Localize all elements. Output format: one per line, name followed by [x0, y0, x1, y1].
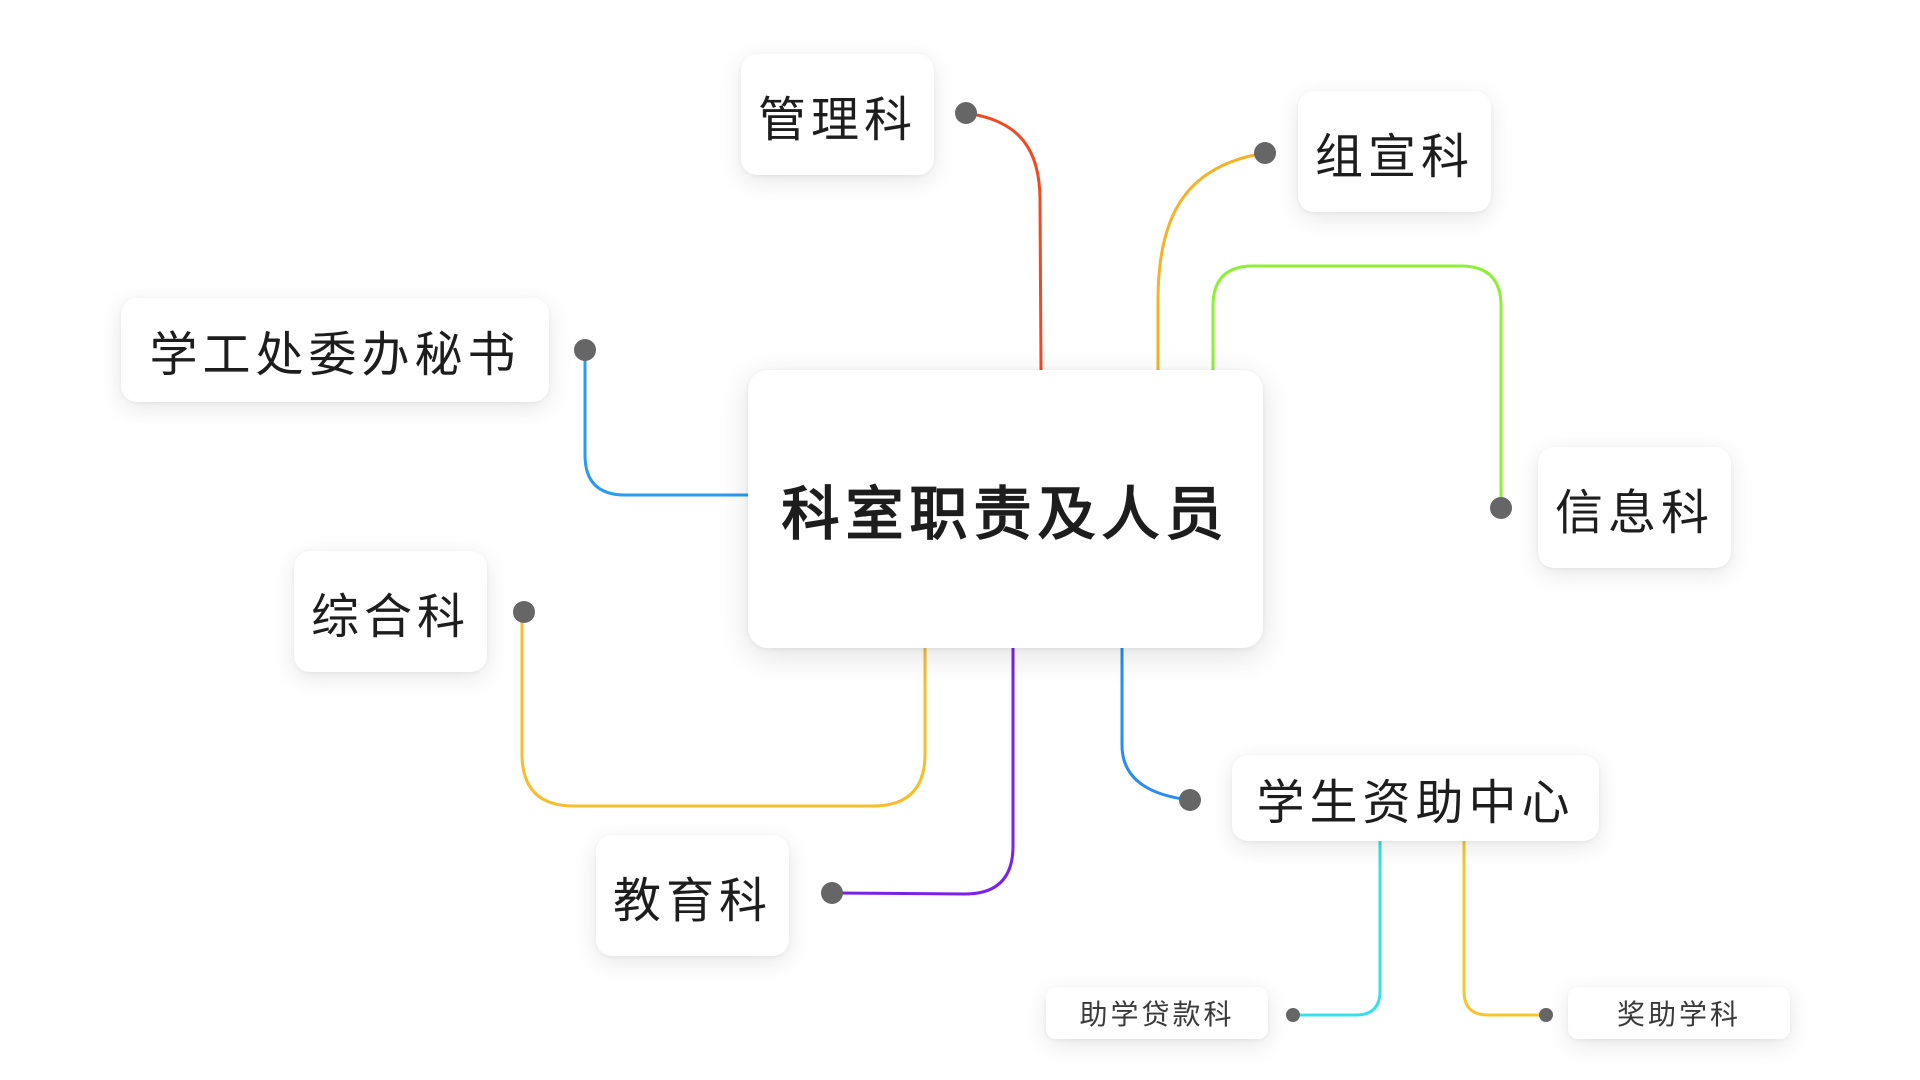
- branch-node-zizhu[interactable]: 学生资助中心: [1232, 755, 1599, 841]
- anchor-dot-jiaoyu: [821, 882, 843, 904]
- anchor-dot-zonghe: [513, 601, 535, 623]
- branch-label-jiaoyu: 教育科: [612, 872, 772, 929]
- leaf-label-jiangzhu: 奖助学科: [1616, 998, 1741, 1031]
- root-node[interactable]: 科室职责及人员: [748, 370, 1263, 648]
- connector-jiangzhu: [1462, 840, 1548, 1017]
- leaf-label-daikuan: 助学贷款科: [1079, 998, 1235, 1031]
- connector-zonghe: [520, 610, 927, 808]
- anchor-dot-zizhu: [1179, 789, 1201, 811]
- connector-zuxuan: [1156, 151, 1267, 372]
- connector-xinxi: [1211, 264, 1503, 510]
- branch-label-mishu: 学工处委办秘书: [149, 327, 521, 383]
- anchor-dot-jiangzhu: [1539, 1008, 1553, 1022]
- anchor-dot-xinxi: [1490, 497, 1512, 519]
- leaf-node-jiangzhu[interactable]: 奖助学科: [1568, 987, 1790, 1039]
- branch-label-guanli: 管理科: [757, 91, 917, 148]
- connector-zizhu: [1120, 646, 1192, 802]
- branch-node-guanli[interactable]: 管理科: [741, 54, 934, 175]
- connector-guanli: [963, 111, 1043, 372]
- leaf-node-daikuan[interactable]: 助学贷款科: [1046, 987, 1268, 1039]
- branch-node-mishu[interactable]: 学工处委办秘书: [121, 298, 549, 402]
- anchor-dot-mishu: [574, 339, 596, 361]
- connector-daikuan: [1291, 840, 1382, 1017]
- branch-node-jiaoyu[interactable]: 教育科: [596, 835, 789, 956]
- connector-jiaoyu: [830, 646, 1015, 896]
- branch-node-xinxi[interactable]: 信息科: [1538, 447, 1731, 568]
- branch-label-zuxuan: 组宣科: [1314, 128, 1474, 185]
- branch-label-zizhu: 学生资助中心: [1256, 775, 1575, 831]
- connector-mishu: [583, 348, 750, 497]
- branch-node-zonghe[interactable]: 综合科: [294, 551, 487, 672]
- anchor-dot-zuxuan: [1254, 142, 1276, 164]
- branch-node-zuxuan[interactable]: 组宣科: [1298, 91, 1491, 212]
- anchor-dot-daikuan: [1286, 1008, 1300, 1022]
- anchor-dot-guanli: [955, 102, 977, 124]
- root-node-label: 科室职责及人员: [781, 480, 1230, 548]
- branch-label-xinxi: 信息科: [1554, 484, 1714, 541]
- branch-label-zonghe: 综合科: [310, 588, 470, 645]
